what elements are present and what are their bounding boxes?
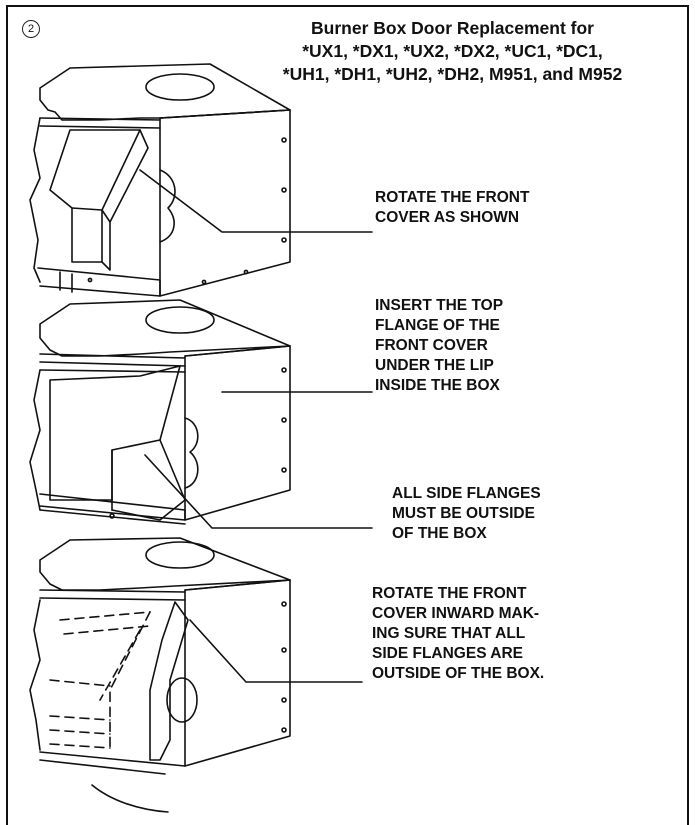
callout-line: UNDER THE LIP (375, 357, 494, 374)
callout-side-flanges-outside: ALL SIDE FLANGES MUST BE OUTSIDE OF THE … (392, 484, 541, 544)
callout-line: ING SURE THAT ALL (372, 625, 526, 642)
illustration-step-3-hidden-lines (49, 611, 151, 751)
step-number-badge: 2 (22, 20, 40, 38)
illustration-step-1-rotate-cover (29, 63, 291, 297)
callout-line: FLANGE OF THE (375, 317, 500, 334)
callout-line: COVER AS SHOWN (375, 209, 520, 226)
callout-line: ROTATE THE FRONT (372, 585, 527, 602)
callout-line: INSERT THE TOP (375, 297, 504, 314)
page-title: Burner Box Door Replacement for *UX1, *D… (230, 17, 675, 86)
callout-line: INSIDE THE BOX (375, 377, 500, 394)
title-line-1: Burner Box Door Replacement for (311, 18, 594, 38)
illustration-step-3-rotate-inward (29, 537, 291, 775)
callout-line: MUST BE OUTSIDE (392, 505, 535, 522)
callout-line: OUTSIDE OF THE BOX. (372, 665, 545, 682)
callout-line: OF THE BOX (392, 525, 487, 542)
title-line-3: *UH1, *DH1, *UH2, *DH2, M951, and M952 (282, 64, 623, 84)
page-frame (6, 5, 689, 825)
callout-rotate-cover: ROTATE THE FRONT COVER AS SHOWN (375, 188, 529, 228)
title-line-2: *UX1, *DX1, *UX2, *DX2, *UC1, *DC1, (302, 41, 603, 61)
callout-rotate-inward: ROTATE THE FRONT COVER INWARD MAK- ING S… (372, 584, 544, 684)
callout-insert-top-flange: INSERT THE TOP FLANGE OF THE FRONT COVER… (375, 296, 503, 396)
rotation-arrow (91, 784, 169, 813)
leader-lines (139, 169, 373, 683)
callout-line: SIDE FLANGES ARE (372, 645, 523, 662)
callout-line: FRONT COVER (375, 337, 488, 354)
illustration-step-2-insert-flange (29, 299, 291, 525)
callout-line: COVER INWARD MAK- (372, 605, 540, 622)
callout-line: ALL SIDE FLANGES (392, 485, 541, 502)
callout-line: ROTATE THE FRONT (375, 189, 530, 206)
